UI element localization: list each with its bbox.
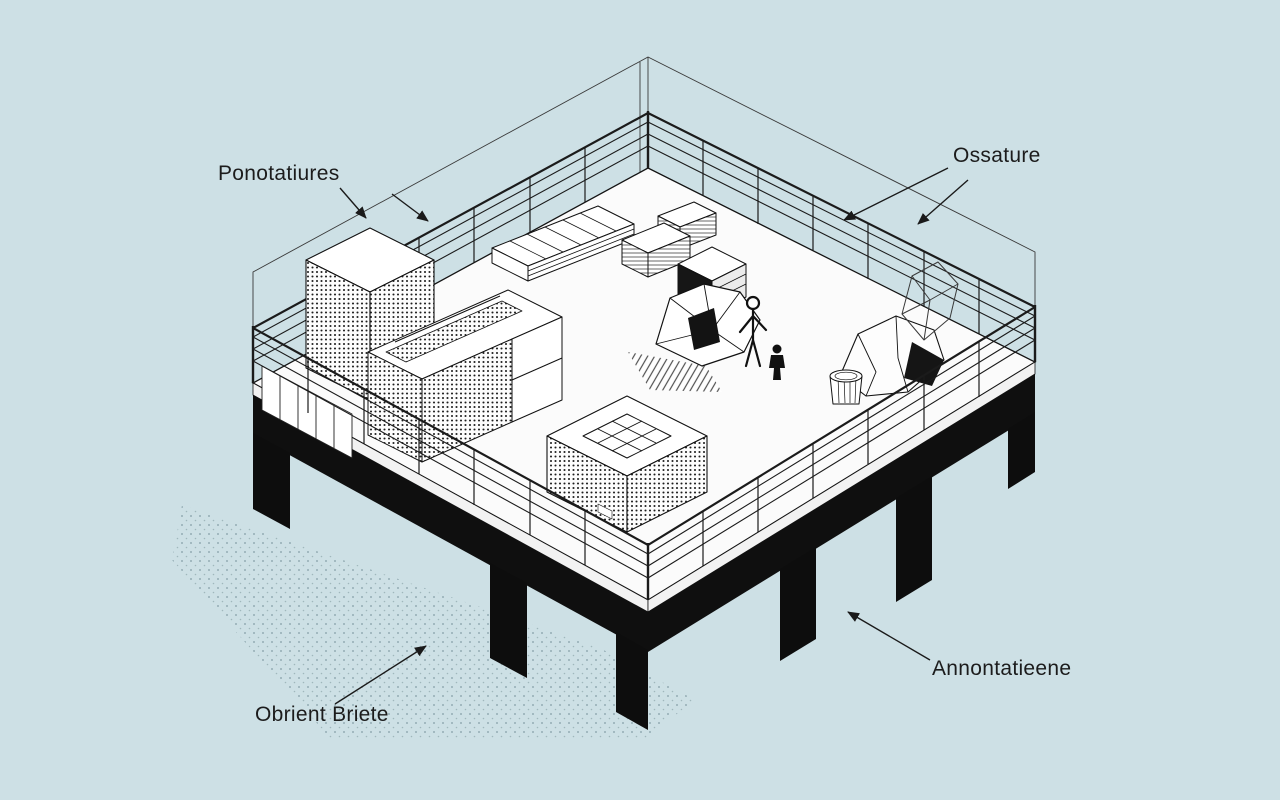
support-leg — [616, 632, 648, 730]
label-bottom-right: Annontatieene — [932, 657, 1072, 680]
label-top-right: Ossature — [953, 144, 1041, 167]
sculpture — [628, 283, 761, 392]
figure-adult — [738, 295, 768, 368]
support-leg — [490, 563, 527, 678]
leader-arrow-bottom-right — [847, 611, 931, 661]
figure-child — [769, 344, 785, 380]
support-leg — [253, 433, 290, 529]
leader-lines — [334, 167, 969, 705]
basket — [829, 369, 863, 405]
leader-arrow-top-left-2 — [391, 193, 429, 222]
label-top-left: Ponotatiures — [218, 162, 340, 185]
deck-objects — [261, 201, 959, 533]
leader-arrow-top-right-1 — [843, 167, 949, 221]
leader-arrow-top-right-2 — [917, 179, 969, 225]
dock-louvers — [261, 365, 353, 459]
tarp-tent — [839, 315, 945, 397]
railing-front — [251, 111, 1037, 600]
support-legs — [253, 412, 1035, 730]
label-bottom-left: Obrient Briete — [255, 703, 389, 726]
leader-arrow-bottom-left — [334, 645, 427, 705]
ground-shadow — [172, 505, 695, 738]
support-leg — [780, 547, 816, 661]
crate-stack — [621, 201, 717, 278]
support-leg — [1008, 412, 1035, 489]
wire-sculpture — [901, 261, 959, 341]
grid-cube — [546, 395, 708, 533]
leader-arrow-top-left-1 — [339, 187, 367, 219]
support-leg — [896, 476, 932, 602]
